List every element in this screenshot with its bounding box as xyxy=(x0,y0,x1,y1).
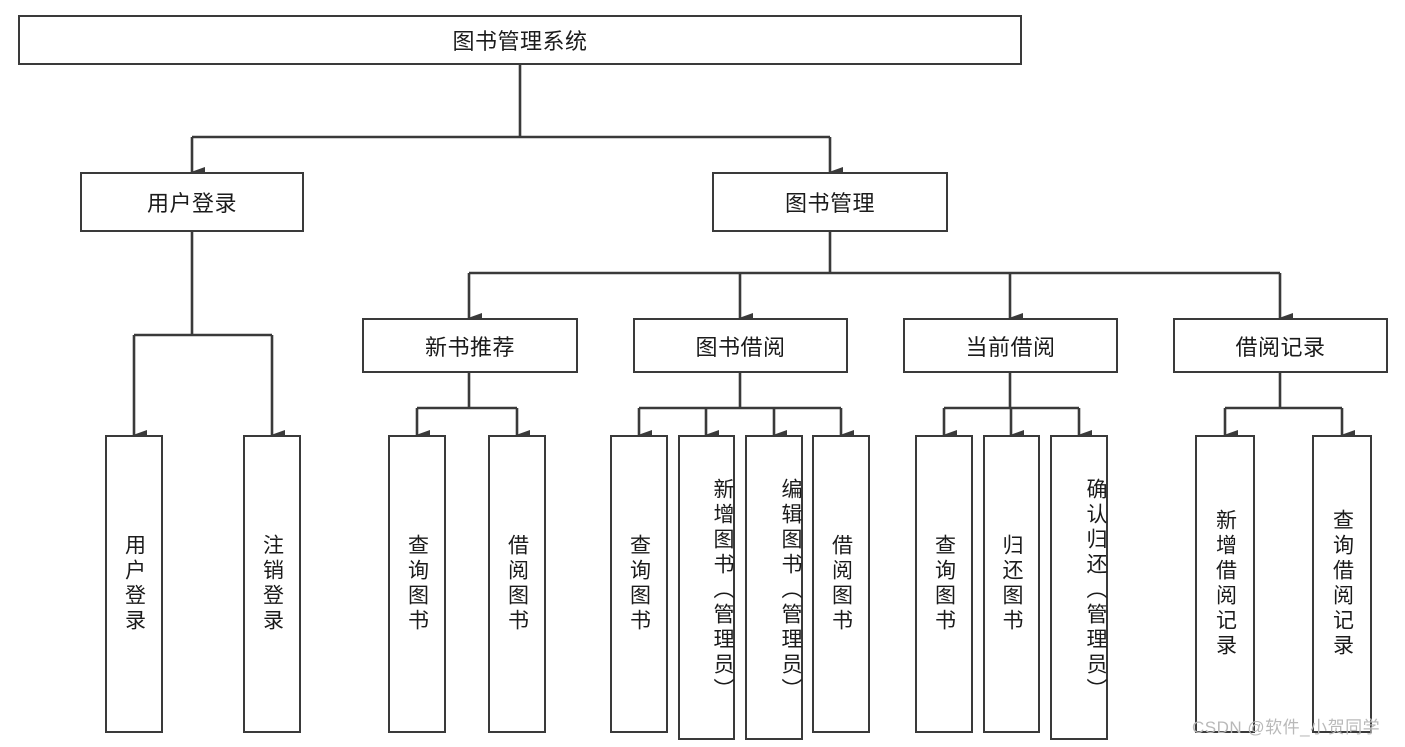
csdn-watermark: CSDN @软件_小贺同学 xyxy=(1192,718,1381,737)
leaf-user-login[interactable]: 用户登录 xyxy=(105,435,163,733)
leaf-add-book-admin[interactable]: 新增图书（管理员） xyxy=(678,435,735,740)
leaf-return-book[interactable]: 归还图书 xyxy=(983,435,1040,733)
node-book-borrow[interactable]: 图书借阅 xyxy=(633,318,848,373)
leaf-query-borrow-record[interactable]: 查询借阅记录 xyxy=(1312,435,1372,733)
leaf-query-book-current[interactable]: 查询图书 xyxy=(915,435,973,733)
node-current-borrow[interactable]: 当前借阅 xyxy=(903,318,1118,373)
node-root-book-management-system[interactable]: 图书管理系统 xyxy=(18,15,1022,65)
node-user-login[interactable]: 用户登录 xyxy=(80,172,304,232)
leaf-query-book-recommend[interactable]: 查询图书 xyxy=(388,435,446,733)
leaf-confirm-return-admin[interactable]: 确认归还（管理员） xyxy=(1050,435,1108,740)
leaf-edit-book-admin[interactable]: 编辑图书（管理员） xyxy=(745,435,803,740)
node-new-book-recommend[interactable]: 新书推荐 xyxy=(362,318,578,373)
node-borrow-record[interactable]: 借阅记录 xyxy=(1173,318,1388,373)
leaf-borrow-book[interactable]: 借阅图书 xyxy=(812,435,870,733)
node-book-management[interactable]: 图书管理 xyxy=(712,172,948,232)
leaf-logout[interactable]: 注销登录 xyxy=(243,435,301,733)
leaf-borrow-book-recommend[interactable]: 借阅图书 xyxy=(488,435,546,733)
leaf-add-borrow-record[interactable]: 新增借阅记录 xyxy=(1195,435,1255,733)
leaf-query-book-borrow[interactable]: 查询图书 xyxy=(610,435,668,733)
